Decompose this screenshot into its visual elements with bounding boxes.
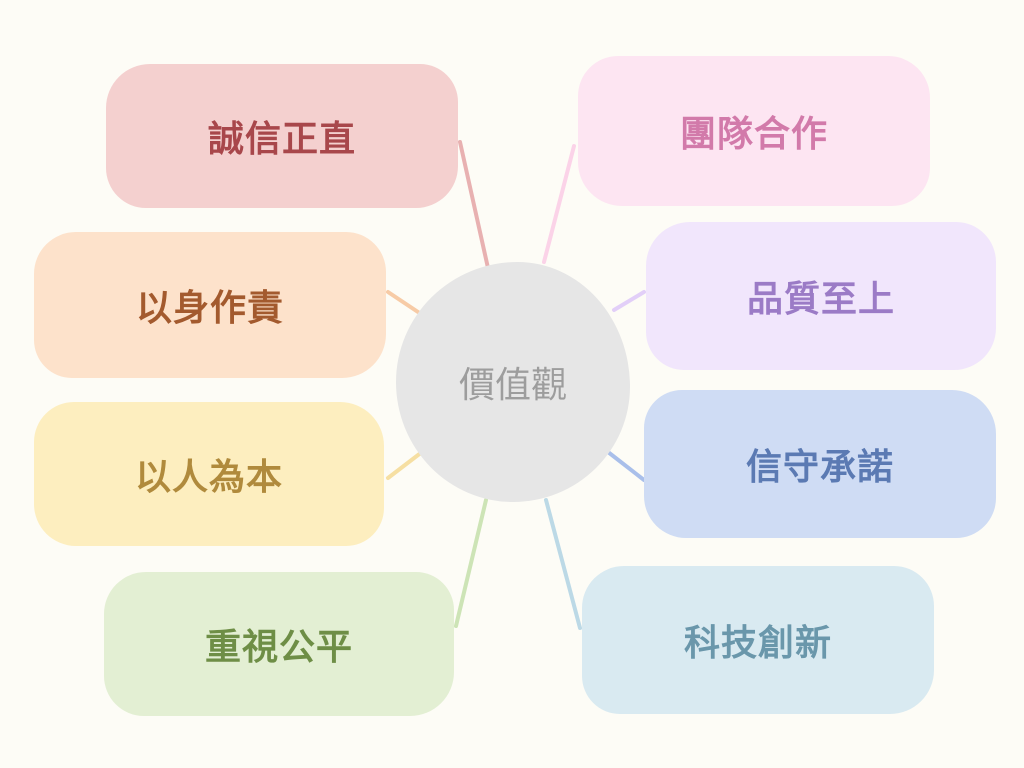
connector-n1 [458,140,490,270]
node-innovation: 科技創新 [582,566,934,714]
node-label: 科技創新 [683,623,832,664]
node-teamwork: 團隊合作 [578,56,930,206]
node-keep-promises: 信守承諾 [644,390,996,538]
node-people-oriented: 以人為本 [34,402,384,546]
node-label: 團隊合作 [679,114,828,155]
node-label: 誠信正直 [207,119,356,160]
connector-n7 [606,450,646,482]
node-label: 信守承諾 [745,447,894,488]
node-label: 以人為本 [134,457,283,498]
node-label: 品質至上 [746,279,895,320]
node-label: 以身作責 [135,288,284,329]
center-node: 價值觀 [396,262,630,502]
connector-n8 [544,498,582,630]
node-lead-by-example: 以身作責 [34,232,386,378]
center-node-label: 價值觀 [458,365,567,406]
connector-n5 [542,144,576,264]
node-label: 重視公平 [204,627,353,668]
node-quality-first: 品質至上 [646,222,996,370]
connector-n6 [612,290,646,312]
connector-n4 [454,498,488,628]
node-fairness: 重視公平 [104,572,454,716]
connector-n3 [386,450,424,480]
node-integrity: 誠信正直 [106,64,458,208]
